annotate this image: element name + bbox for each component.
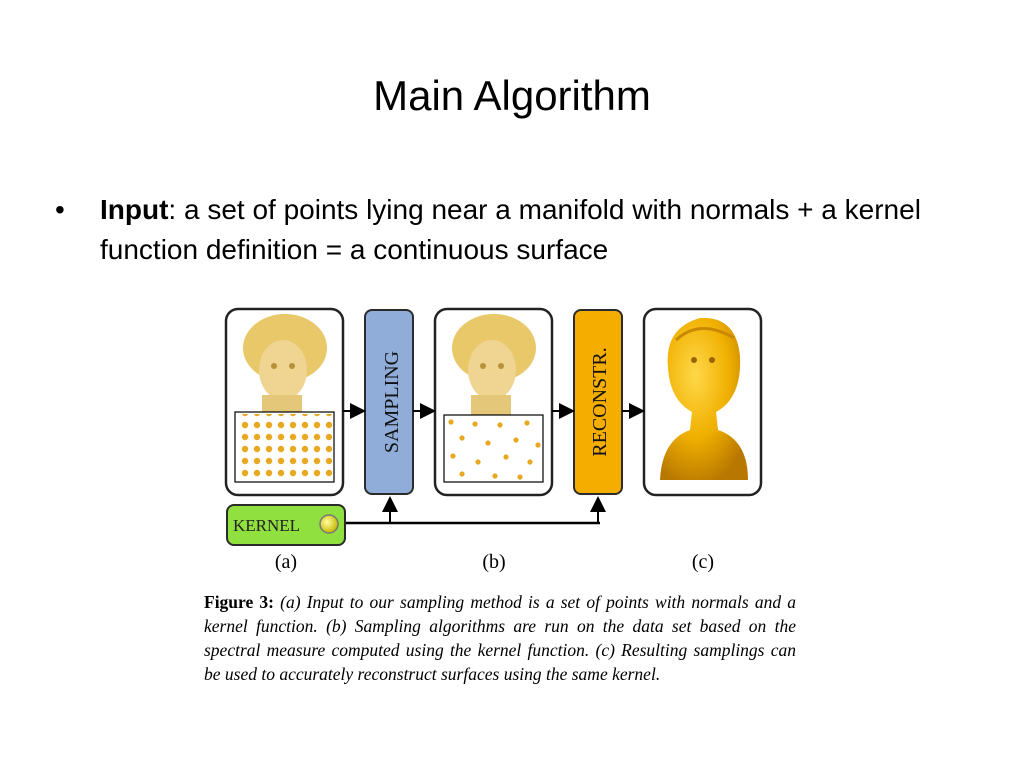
panel-c-label: (c)	[692, 551, 714, 573]
panel-a-label: (a)	[275, 551, 297, 573]
kernel-label: KERNEL	[233, 516, 300, 535]
caption-text: (a) Input to our sampling method is a se…	[204, 592, 796, 684]
reconstructed-bust	[660, 317, 748, 480]
panel-b-box	[433, 307, 554, 497]
sampling-step: SAMPLING	[364, 309, 414, 495]
figure-caption: Figure 3: (a) Input to our sampling meth…	[204, 590, 796, 686]
bullet-dot: •	[55, 194, 65, 225]
panel-b-label: (b)	[482, 551, 505, 573]
kernel-knob-icon	[319, 514, 339, 534]
panel-c-box	[642, 307, 763, 497]
slide-title: Main Algorithm	[373, 72, 651, 119]
point-cloud-face-a	[243, 314, 327, 415]
bullet-rest: : a set of points lying near a manifold …	[100, 194, 921, 265]
panel-a-box	[224, 307, 345, 497]
bullet-item: • Input: a set of points lying near a ma…	[55, 190, 975, 270]
point-cloud-face-b	[452, 314, 536, 415]
caption-label: Figure 3:	[204, 592, 274, 612]
sampling-label: SAMPLING	[381, 351, 403, 453]
bullet-text: Input: a set of points lying near a mani…	[55, 190, 975, 270]
reconstr-label: RECONSTR.	[589, 347, 611, 456]
bullet-bold-label: Input	[100, 194, 169, 225]
kernel-box: KERNEL	[226, 504, 346, 546]
reconstr-step: RECONSTR.	[573, 309, 623, 495]
sparse-points-inset	[443, 414, 544, 483]
